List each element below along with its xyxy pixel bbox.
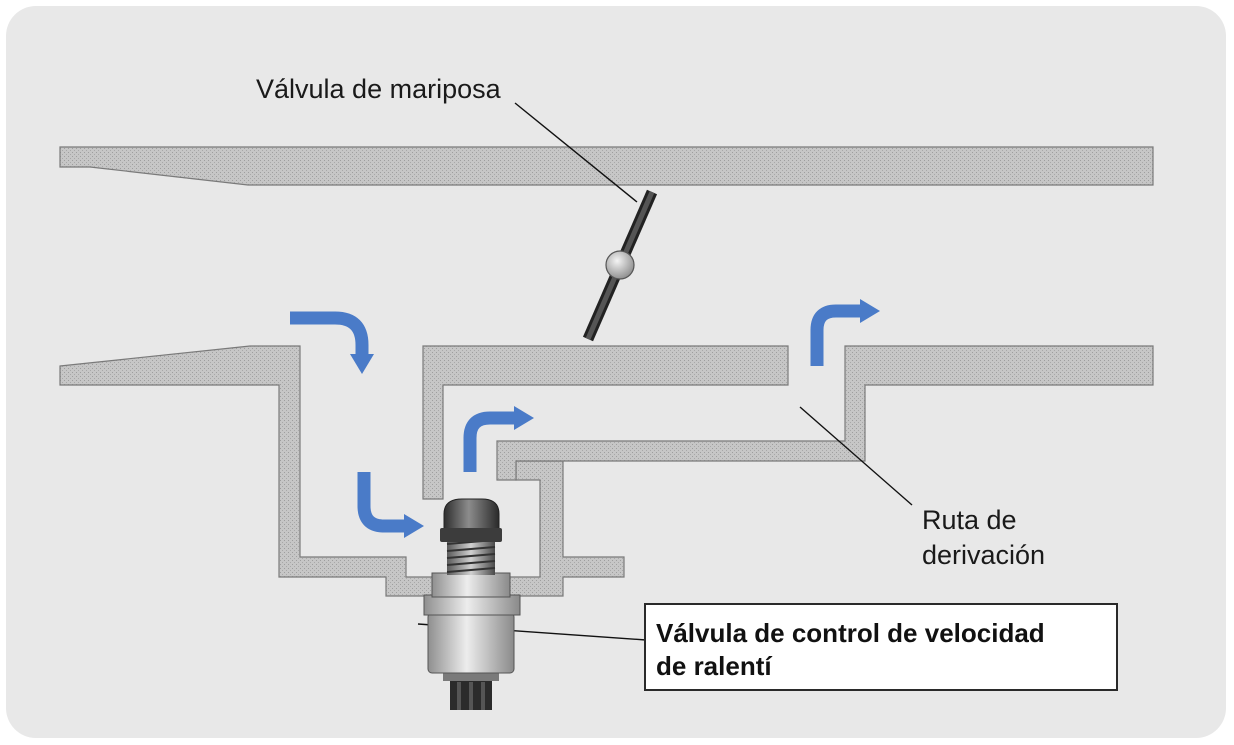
flow-arrow-inlet-down [290, 311, 374, 374]
iscv-callout-box: Válvula de control de velocidad de ralen… [644, 603, 1118, 691]
throttle-valve-label: Válvula de mariposa [256, 74, 501, 104]
bypass-leader-line [799, 406, 913, 506]
lower-middle-wall [422, 345, 789, 500]
lower-left-wall [59, 345, 625, 597]
upper-bore-wall [59, 146, 1154, 186]
lower-right-wall [496, 345, 1154, 481]
iscv-label-line1: Válvula de control de velocidad [656, 618, 1045, 648]
throttle-leader-line [514, 102, 638, 203]
bypass-label-line2: derivación [922, 540, 1046, 570]
flow-arrow-into-valve [357, 472, 424, 538]
flow-arrow-bypass-outlet [810, 299, 880, 366]
bypass-label-line1: Ruta de [922, 505, 1017, 535]
idle-speed-control-valve [423, 498, 521, 710]
iscv-label-line2: de ralentí [656, 651, 772, 681]
flow-arrow-valve-up [463, 406, 534, 472]
throttle-pivot [605, 250, 635, 280]
